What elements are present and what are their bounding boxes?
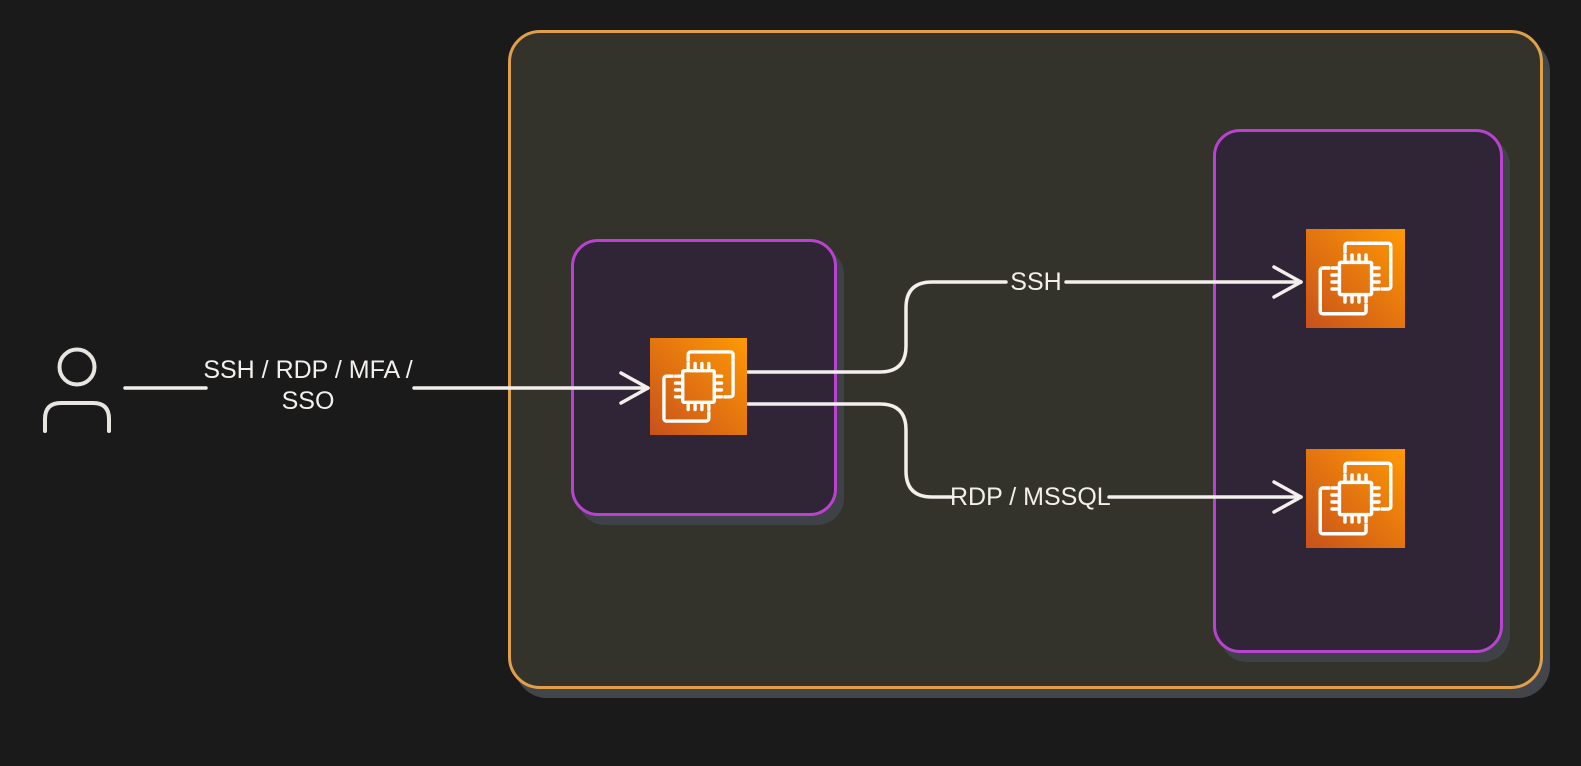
arrowhead-icon — [1272, 480, 1303, 514]
right-purple-group-box — [1213, 129, 1503, 653]
connection-label-rdp-mssql: RDP / MSSQL — [950, 483, 1111, 511]
user-icon — [43, 347, 111, 433]
arrowhead-icon — [1272, 265, 1303, 299]
connector-middle-to-bottom — [746, 402, 1303, 514]
connection-label-line: SSH / RDP / MFA / — [203, 356, 413, 384]
ec2-chip-icon — [1306, 229, 1405, 328]
connection-label-ssh: SSH — [1010, 268, 1062, 296]
connector-user-to-middle — [123, 371, 650, 405]
connection-label-user-access: SSH / RDP / MFA / SSO — [198, 355, 418, 417]
connection-label-line: SSO — [281, 387, 335, 415]
ec2-chip-icon — [650, 338, 747, 435]
connector-middle-to-top — [746, 265, 1303, 374]
arrowhead-icon — [619, 371, 650, 405]
ec2-chip-icon — [1306, 449, 1405, 548]
